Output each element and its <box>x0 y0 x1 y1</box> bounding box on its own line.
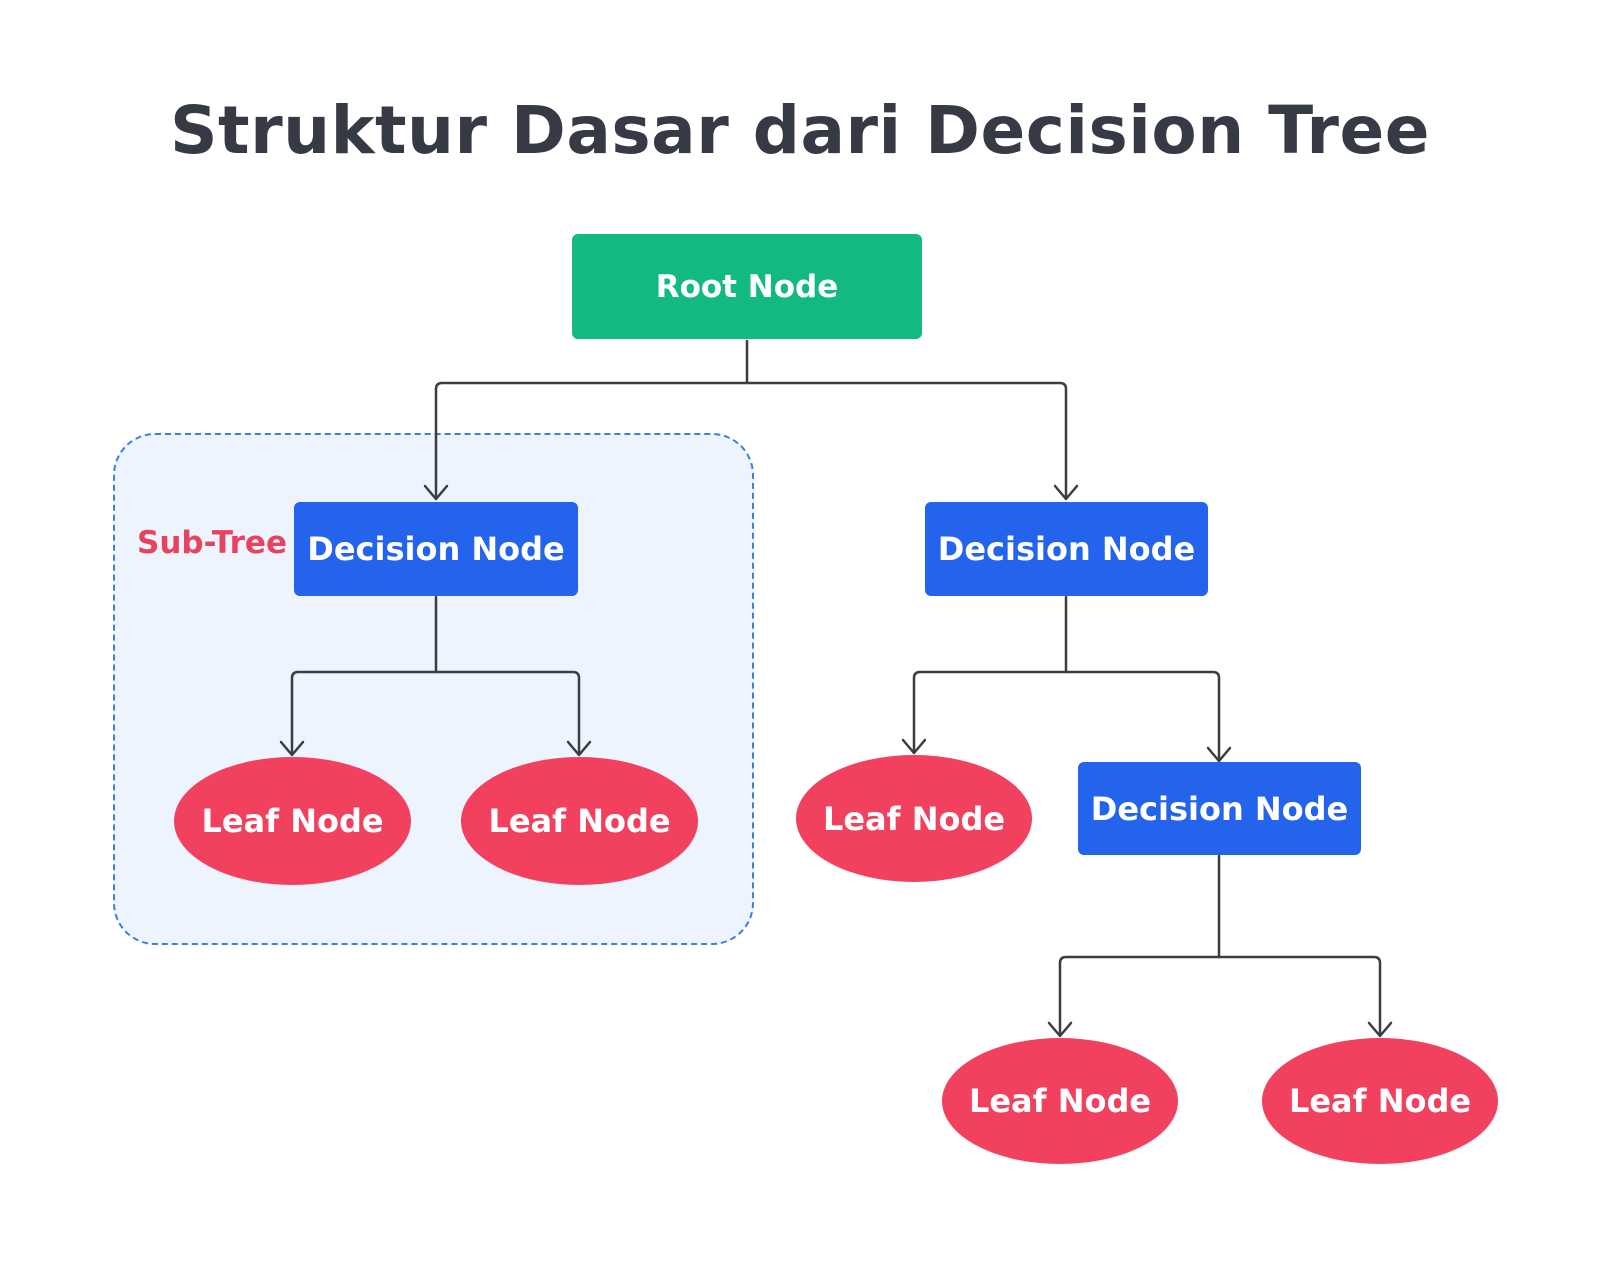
edge-decision-right-decision-lower <box>1064 670 1221 762</box>
subtree-label: Sub-Tree <box>137 525 287 561</box>
edge-root-decision-left <box>434 339 749 500</box>
diagram-title: Struktur Dasar dari Decision Tree <box>169 92 1431 169</box>
leaf-node-1: Leaf Node <box>174 757 411 885</box>
arrowhead-decision-left <box>423 484 449 501</box>
arrowhead-leaf-2 <box>566 740 592 757</box>
decision-node-left: Decision Node <box>294 502 578 596</box>
edge-root-decision-right <box>745 381 1068 500</box>
arrowhead-leaf-1 <box>279 740 305 757</box>
edge-decision-left-leaf-1 <box>290 595 438 756</box>
arrowhead-decision-lower <box>1206 746 1232 763</box>
leaf-node-5: Leaf Node <box>1262 1038 1498 1164</box>
decision-node-right: Decision Node <box>925 502 1208 596</box>
leaf-node-4: Leaf Node <box>942 1038 1178 1164</box>
leaf-node-3: Leaf Node <box>796 755 1032 882</box>
decision-node-lower: Decision Node <box>1078 762 1361 855</box>
arrowhead-leaf-5 <box>1367 1021 1393 1038</box>
arrowhead-leaf-3 <box>901 738 927 755</box>
edge-decision-right-leaf-3 <box>912 595 1068 754</box>
root-node: Root Node <box>572 234 922 339</box>
edge-decision-left-leaf-2 <box>434 670 581 756</box>
edge-decision-lower-leaf-5 <box>1217 955 1382 1037</box>
arrowhead-leaf-4 <box>1047 1021 1073 1038</box>
leaf-node-2: Leaf Node <box>461 757 698 885</box>
edge-decision-lower-leaf-4 <box>1058 854 1221 1037</box>
arrowhead-decision-right <box>1053 484 1079 501</box>
